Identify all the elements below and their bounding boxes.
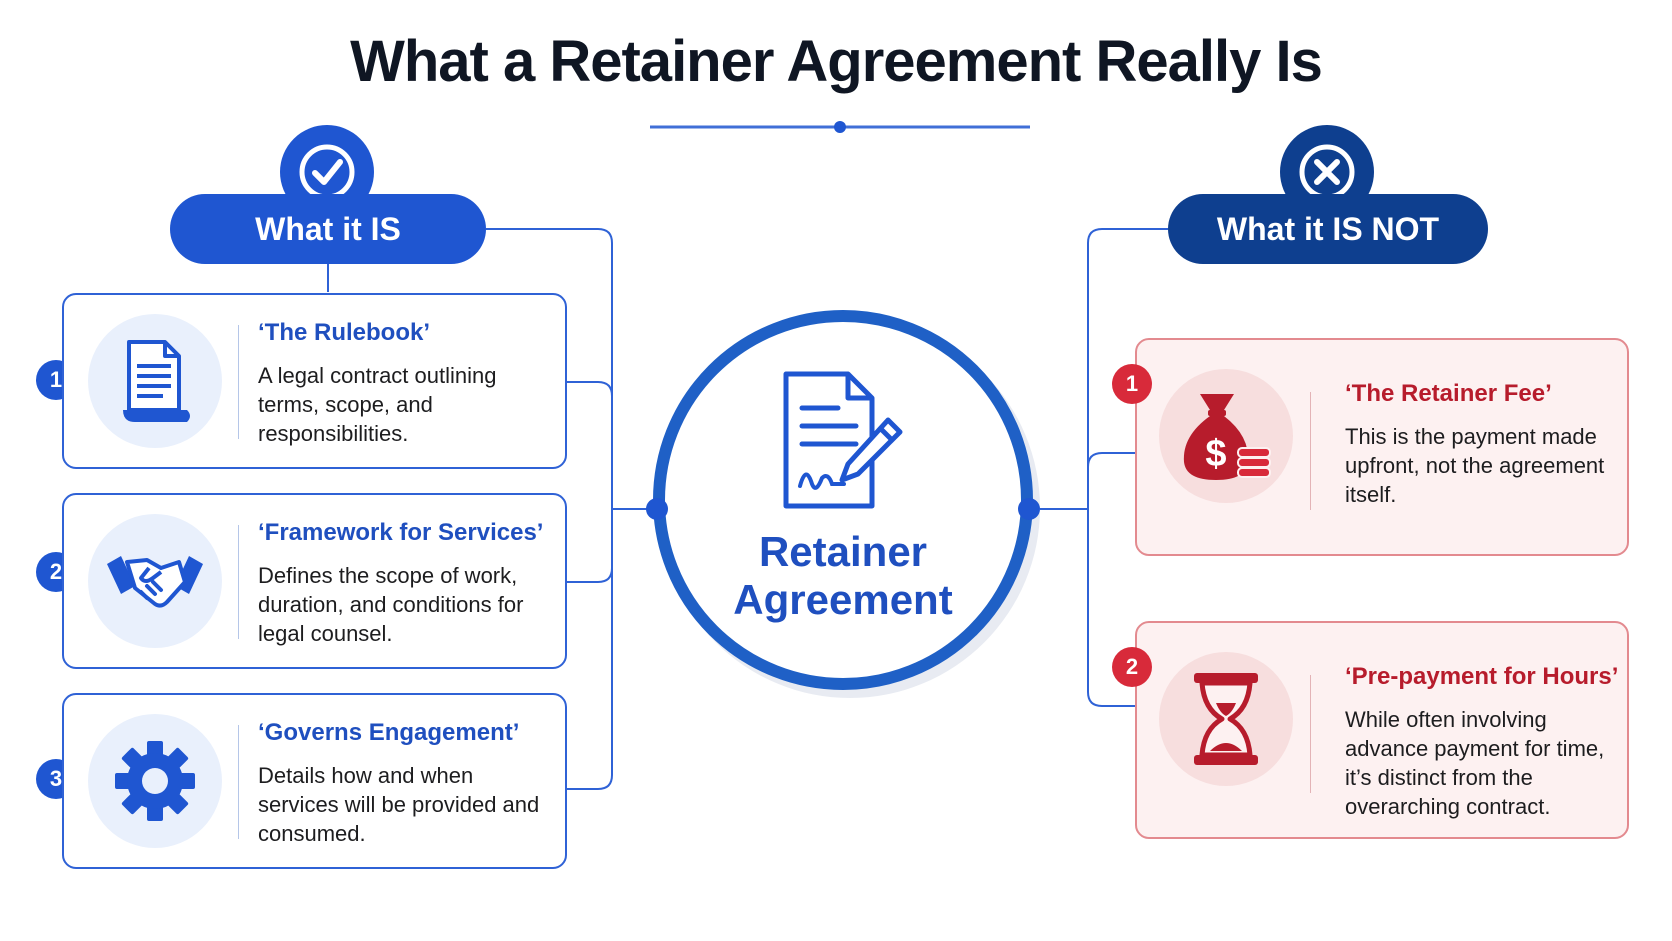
checkmark-icon	[299, 144, 355, 200]
center-label-line2: Agreement	[733, 576, 953, 623]
card-divider	[238, 725, 239, 839]
is-card-framework: ‘Framework for Services’ Defines the sco…	[62, 493, 567, 669]
card-description: A legal contract outlining terms, scope,…	[258, 363, 497, 446]
card-divider	[238, 325, 239, 439]
is-card-rulebook: ‘The Rulebook’ A legal contract outlinin…	[62, 293, 567, 469]
document-scroll-icon	[123, 340, 190, 422]
card-title: ‘Framework for Services’	[258, 519, 544, 546]
connector-dot-right	[1018, 498, 1040, 520]
card-divider	[1310, 392, 1311, 510]
title-divider	[650, 121, 1030, 133]
svg-text:$: $	[1205, 433, 1226, 475]
card-title: ‘Pre-payment for Hours’	[1345, 663, 1619, 690]
not-item-number: 1	[1112, 364, 1152, 404]
hourglass-icon	[1194, 673, 1258, 765]
not-card-retainer-fee: $ ‘The Retainer Fee’ This is the payment…	[1135, 338, 1629, 556]
center-label: Retainer Agreement	[653, 528, 1033, 624]
what-it-is-not-header: What it IS NOT	[1168, 194, 1488, 264]
card-divider	[1310, 675, 1311, 793]
icon-disc	[88, 714, 222, 848]
gear-icon	[115, 741, 195, 821]
icon-disc	[88, 314, 222, 448]
card-description: Defines the scope of work, duration, and…	[258, 563, 524, 646]
card-description: This is the payment made upfront, not th…	[1345, 424, 1605, 507]
what-it-is-header: What it IS	[170, 194, 486, 264]
is-card-governs: ‘Governs Engagement’ Details how and whe…	[62, 693, 567, 869]
icon-disc	[1159, 652, 1293, 786]
card-title: ‘Governs Engagement’	[258, 719, 520, 746]
not-item-number: 2	[1112, 647, 1152, 687]
icon-disc	[88, 514, 222, 648]
signed-document-icon	[783, 371, 903, 509]
icon-disc: $	[1159, 369, 1293, 503]
handshake-icon	[107, 556, 203, 608]
card-title: ‘The Rulebook’	[258, 319, 431, 346]
money-bag-icon: $	[1183, 394, 1271, 480]
not-card-prepayment: ‘Pre-payment for Hours’ While often invo…	[1135, 621, 1629, 839]
connector-dot-left	[646, 498, 668, 520]
page-title: What a Retainer Agreement Really Is	[350, 29, 1323, 94]
card-divider	[238, 525, 239, 639]
x-mark-icon	[1299, 144, 1355, 200]
center-label-line1: Retainer	[758, 528, 928, 575]
card-title: ‘The Retainer Fee’	[1345, 380, 1552, 407]
card-description: Details how and when services will be pr…	[258, 763, 540, 846]
card-description: While often involving advance payment fo…	[1345, 707, 1605, 819]
